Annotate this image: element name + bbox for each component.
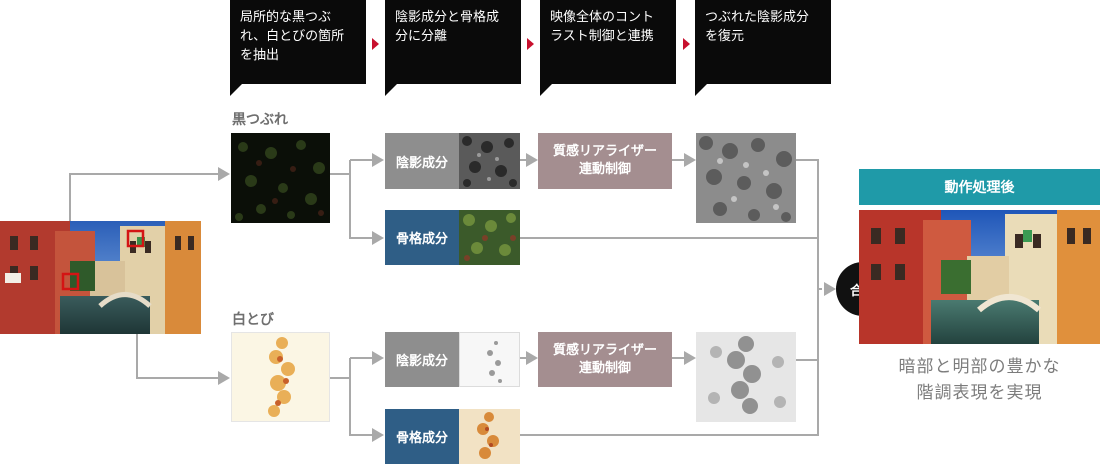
step-callout-2: 陰影成分と骨格成 分に分離: [385, 0, 521, 96]
dark-restored-shade-image: [696, 133, 796, 223]
dark-branch-label: 黒つぶれ: [232, 112, 288, 128]
dark-texture-controller: 質感リアライザー 連動制御: [538, 133, 672, 189]
bright-crop-image: [231, 332, 330, 422]
dark-shade-image: [459, 133, 520, 189]
step-callout-1: 局所的な黒つぶ れ、白とびの箇所 を抽出: [230, 0, 366, 96]
step-text-1: 局所的な黒つぶ れ、白とびの箇所 を抽出: [240, 10, 345, 63]
step-callout-3: 映像全体のコント ラスト制御と連携: [540, 0, 676, 96]
step-callout-4: つぶれた陰影成分 を復元: [695, 0, 831, 96]
step-text-2: 陰影成分と骨格成 分に分離: [395, 10, 500, 44]
bright-shade-box: 陰影成分: [385, 332, 459, 387]
bright-texture-controller: 質感リアライザー 連動制御: [538, 332, 672, 387]
bright-skeleton-box: 骨格成分: [385, 409, 459, 464]
dark-crop-image: [231, 133, 330, 223]
dark-shade-box: 陰影成分: [385, 133, 459, 189]
step-text-4: つぶれた陰影成分 を復元: [705, 10, 810, 44]
dark-skeleton-box: 骨格成分: [385, 210, 459, 265]
bright-shade-image: [459, 332, 520, 387]
result-image: [859, 210, 1100, 344]
result-header: 動作処理後: [859, 169, 1100, 205]
result-caption: 暗部と明部の豊かな 階調表現を実現: [898, 357, 1061, 403]
bright-branch-label: 白とび: [232, 312, 274, 328]
dark-skeleton-image: [459, 210, 520, 265]
bright-skeleton-image: [459, 409, 520, 464]
source-image: [0, 221, 201, 334]
step-text-3: 映像全体のコント ラスト制御と連携: [550, 10, 655, 44]
bright-restored-shade-image: [696, 332, 796, 422]
